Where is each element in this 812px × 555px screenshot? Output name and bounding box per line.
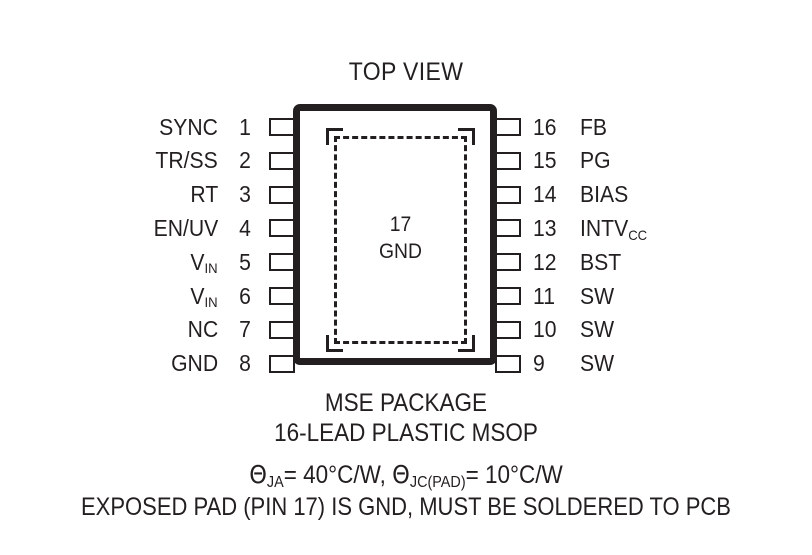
pin-row-2: TR/SS 2 [60, 146, 260, 176]
package-body-outline: 17 GND [293, 104, 497, 365]
pin-name-8: GND [170, 350, 218, 377]
pin-row-14: 14 BIAS [533, 180, 763, 210]
pin-lead-12 [495, 253, 521, 272]
pin-row-3: RT 3 [60, 180, 260, 210]
pin-name-4: EN/UV [153, 214, 218, 241]
exposed-pad-pin-number: 17 [389, 213, 412, 236]
theta-ja-value: = 40°C/W, [283, 461, 386, 489]
pin-row-11: 11 SW [533, 281, 763, 311]
pin-number-7: 7 [239, 316, 251, 343]
pin-number-11: 11 [533, 282, 555, 309]
pin-lead-16 [495, 118, 521, 136]
caption-lead-count: 16-LEAD PLASTIC MSOP [274, 419, 538, 447]
pin-lead-14 [495, 185, 521, 204]
pin-number-5: 5 [239, 248, 251, 275]
pin-lead-7 [269, 320, 295, 339]
pin-row-6: VIN 6 [60, 281, 260, 312]
pin-lead-2 [269, 151, 295, 170]
caption-thermal-resistance: ΘJA= 40°C/W, ΘJC(PAD)= 10°C/W [41, 460, 772, 491]
pin-number-16: 16 [533, 113, 557, 140]
exposed-pad-outline: 17 GND [326, 128, 475, 352]
pin-name-11: SW [580, 282, 615, 309]
pin-lead-11 [495, 287, 521, 305]
pin-name-9: SW [580, 350, 615, 377]
pad-corner-bottom-right-icon [458, 335, 475, 352]
pin-name-1: SYNC [159, 113, 218, 140]
pin-number-1: 1 [239, 113, 251, 140]
theta-symbol-jc: Θ [392, 460, 410, 489]
pin-lead-10 [495, 320, 521, 339]
pin-row-5: VIN 5 [60, 247, 260, 278]
pin-row-7: NC 7 [60, 315, 260, 345]
pin-number-8: 8 [239, 350, 251, 377]
pin-row-12: 12 BST [533, 247, 763, 277]
pin-name-2: TR/SS [155, 147, 218, 174]
theta-ja-subscript: JA [266, 473, 284, 491]
pin-row-4: EN/UV 4 [60, 213, 260, 243]
pin-number-13: 13 [533, 214, 557, 241]
pin-name-10: SW [580, 316, 615, 343]
theta-jc-subscript: JC(PAD) [409, 473, 466, 491]
pin-name-6: VIN [190, 282, 218, 312]
theta-symbol-ja: Θ [249, 460, 267, 489]
pin-row-15: 15 PG [533, 146, 763, 176]
pad-corner-bottom-left-icon [326, 335, 343, 352]
pin-number-2: 2 [239, 147, 251, 174]
pin-name-13: INTVCC [580, 214, 648, 244]
pin-number-15: 15 [533, 147, 557, 174]
pin-label-subscript: IN [204, 295, 218, 312]
pin-name-16: FB [580, 113, 608, 140]
top-view-title: TOP VIEW [348, 58, 464, 86]
pin-row-10: 10 SW [533, 315, 763, 345]
pin-name-15: PG [580, 147, 611, 174]
pin-lead-6 [269, 287, 295, 305]
caption-exposed-pad-note: EXPOSED PAD (PIN 17) IS GND, MUST BE SOL… [81, 493, 731, 521]
pin-name-7: NC [187, 316, 218, 343]
pin-lead-1 [269, 118, 295, 136]
pin-row-16: 16 FB [533, 112, 763, 142]
pin-row-13: 13 INTVCC [533, 213, 763, 244]
pin-number-4: 4 [239, 214, 251, 241]
pin-number-9: 9 [533, 350, 545, 377]
exposed-pad-pin-name: GND [379, 240, 422, 263]
pin-label-subscript: CC [628, 227, 648, 244]
pin-lead-3 [269, 185, 295, 204]
pad-corner-top-right-icon [458, 128, 475, 145]
pin-number-14: 14 [533, 181, 557, 208]
pin-row-8: GND 8 [60, 349, 260, 379]
pin-lead-4 [269, 219, 295, 238]
theta-jc-value: = 10°C/W [465, 461, 563, 489]
pin-name-5: VIN [190, 248, 218, 278]
pin-row-9: 9 SW [533, 349, 763, 379]
pin-lead-13 [495, 219, 521, 238]
pad-corner-top-left-icon [326, 128, 343, 145]
pin-number-6: 6 [239, 282, 251, 309]
pin-lead-8 [269, 354, 295, 373]
pin-lead-5 [269, 253, 295, 272]
caption-package-name: MSE PACKAGE [324, 389, 488, 417]
pin-lead-9 [495, 354, 521, 373]
pin-name-14: BIAS [580, 181, 629, 208]
pin-label-subscript: IN [204, 261, 218, 278]
pin-lead-15 [495, 151, 521, 170]
pin-name-3: RT [190, 181, 218, 208]
exposed-pad-label: 17 GND [342, 211, 459, 265]
pin-number-12: 12 [533, 248, 557, 275]
pin-number-10: 10 [533, 316, 557, 343]
pin-number-3: 3 [239, 181, 251, 208]
pin-name-12: BST [580, 248, 622, 275]
pin-row-1: SYNC 1 [60, 112, 260, 142]
